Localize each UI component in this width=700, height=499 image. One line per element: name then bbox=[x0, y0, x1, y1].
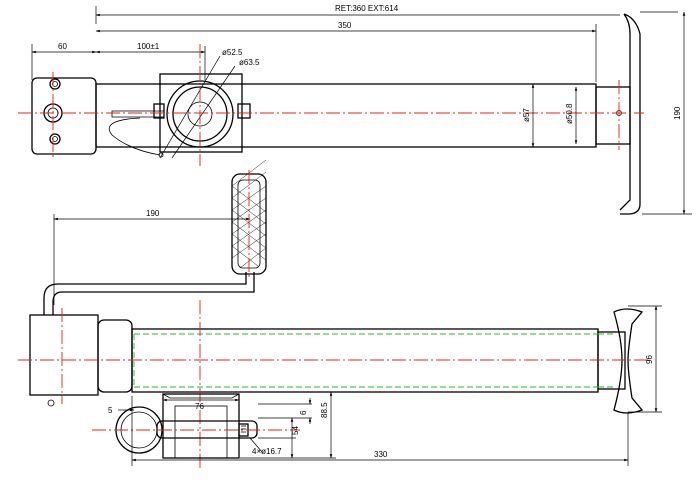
side-view: 190 bbox=[18, 159, 662, 470]
clamp-76-label: 76 bbox=[195, 402, 204, 411]
dia-57-label: ø57 bbox=[522, 108, 531, 122]
foot-96-label: 96 bbox=[645, 355, 654, 364]
crank-handle bbox=[43, 159, 267, 315]
handle-190-label: 190 bbox=[146, 209, 160, 218]
gap-6-label: 6 bbox=[299, 410, 308, 415]
top-view: RET:360 EXT:614 350 60 100±1 ø52.5 ø63.5 bbox=[18, 4, 692, 215]
swivel-clamp bbox=[108, 73, 251, 158]
length-350-dimension: 350 bbox=[95, 21, 597, 82]
main-tube-side bbox=[131, 328, 626, 393]
flange-60-label: 60 bbox=[58, 42, 67, 51]
bolt-54-label: 54 bbox=[291, 426, 300, 435]
mounting-flange bbox=[31, 77, 97, 155]
clamp-88-label: 88.5 bbox=[320, 402, 329, 418]
holes-label: 4×ø16.7 bbox=[252, 447, 282, 456]
clamp-dimensions: 5 76 6 54 88.5 4×ø16.7 bbox=[108, 391, 336, 459]
tube-diameter-dimensions: ø57 ø50.8 bbox=[522, 83, 578, 148]
ret-ext-label: RET:360 EXT:614 bbox=[335, 4, 399, 13]
dia-50-label: ø50.8 bbox=[565, 103, 574, 124]
gearbox-housing bbox=[29, 314, 133, 407]
height-190-label: 190 bbox=[673, 106, 682, 120]
dia-52-label: ø52.5 bbox=[222, 48, 243, 57]
length-330-label: 330 bbox=[374, 450, 388, 459]
ret-ext-dimension: RET:360 EXT:614 bbox=[95, 4, 678, 24]
ring-5-label: 5 bbox=[108, 406, 113, 415]
foot-96-dimension: 96 bbox=[628, 305, 662, 413]
dia-63-label: ø63.5 bbox=[239, 58, 260, 67]
height-190-dimension: 190 bbox=[642, 11, 692, 215]
flange-60-dimension: 60 bbox=[31, 42, 97, 80]
handle-reach-dimension: 190 bbox=[53, 209, 251, 305]
length-330-dimension: 330 bbox=[131, 396, 629, 466]
clamp-assembly bbox=[92, 393, 300, 459]
foot-plate-side bbox=[613, 308, 644, 414]
clamp-100-label: 100±1 bbox=[137, 42, 160, 51]
foot-plate-top bbox=[619, 13, 641, 215]
length-350-label: 350 bbox=[338, 21, 352, 30]
